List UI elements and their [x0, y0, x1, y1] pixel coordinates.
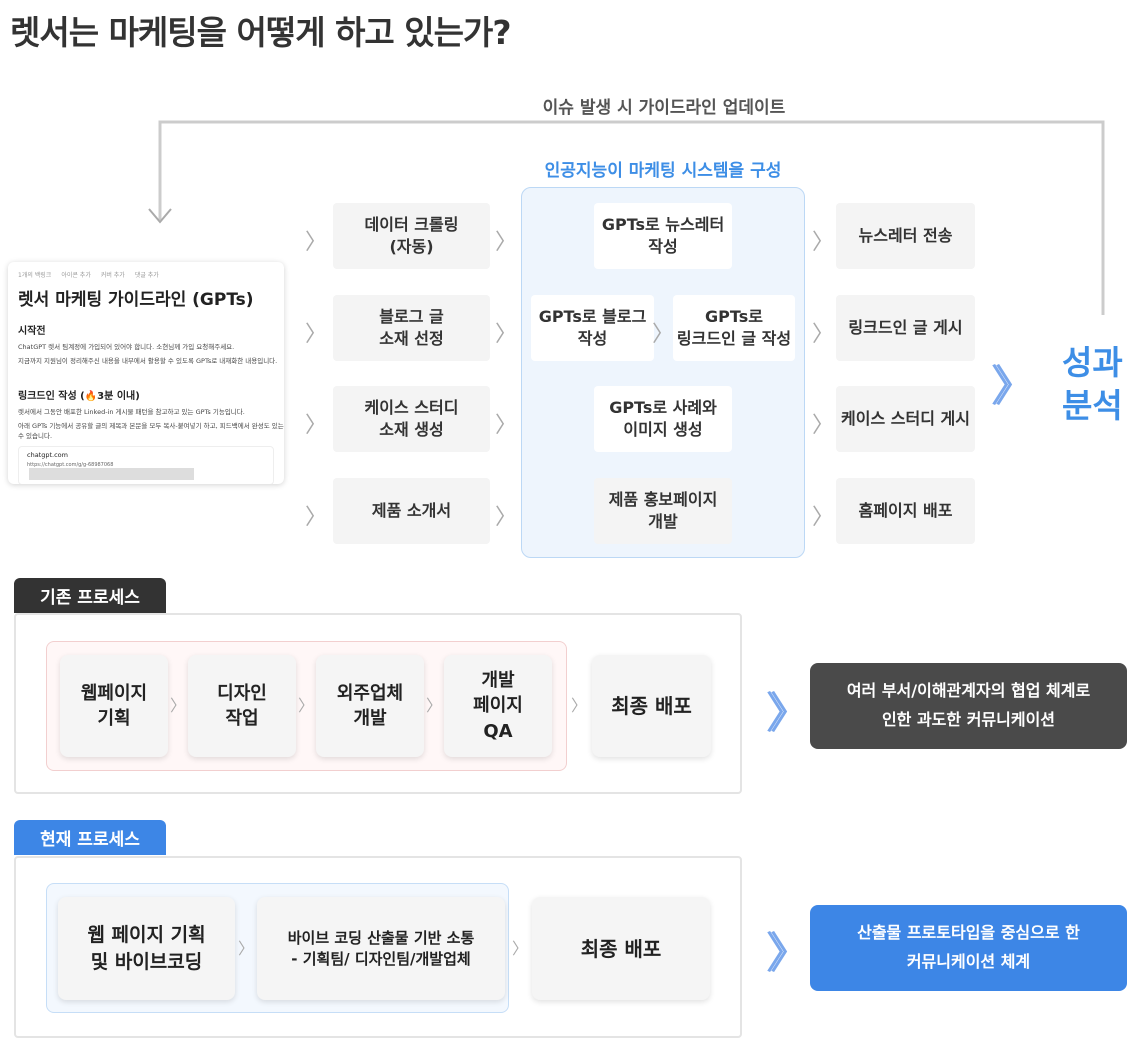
chevron-right-icon: 〉	[812, 413, 835, 438]
doc-link-card[interactable]: chatgpt.com https://chatgpt.com/g/g-6898…	[18, 446, 274, 484]
doc-meta-item: 1개의 백링크	[18, 272, 52, 279]
old-step: 개발 페이지 QA	[444, 655, 552, 757]
old-process-note: 여러 부서/이해관계자의 협업 체계로 인한 과도한 커뮤니케이션	[810, 663, 1127, 749]
doc-text: 지금까지 지원님이 정리해주신 내용을 내부에서 활용할 수 있도록 GPTs로…	[18, 357, 278, 365]
old-process-panel	[14, 613, 742, 794]
doc-meta-item: 커버 추가	[100, 272, 125, 279]
chevron-right-icon: 〉	[512, 939, 529, 958]
ai-step-product: 제품 홍보페이지 개발	[594, 478, 732, 544]
chevron-right-icon: 〉	[495, 322, 518, 347]
doc-text: 아래 GPTs 기능에서 공유할 글의 제목과 본문을 모두 복사-붙여넣기 하…	[18, 422, 284, 430]
ai-step-case: GPTs로 사례와 이미지 생성	[594, 386, 732, 452]
chevron-right-icon: 〉	[426, 696, 443, 715]
new-step: 바이브 코딩 산출물 기반 소통 - 기획팀/ 디자인팀/개발업체	[257, 897, 505, 1000]
doc-meta: 1개의 백링크 아이콘 추가 커버 추가 댓글 추가	[18, 270, 274, 279]
feedback-loop-arrow	[148, 120, 1105, 315]
chevron-right-icon: 〉	[238, 939, 255, 958]
ai-system-label: 인공지능이 마케팅 시스템을 구성	[544, 161, 782, 181]
input-step: 케이스 스터디 소재 생성	[333, 386, 490, 452]
guideline-document-thumbnail[interactable]: 1개의 백링크 아이콘 추가 커버 추가 댓글 추가 렛서 마케팅 가이드라인 …	[8, 262, 284, 484]
doc-text: 렛서에서 그동안 배포한 Linked-in 게시물 패턴을 참고하고 있는 G…	[18, 408, 245, 416]
new-final-step: 최종 배포	[532, 897, 710, 1000]
old-step: 디자인 작업	[188, 655, 296, 757]
chevron-right-icon: 〉	[495, 413, 518, 438]
input-step: 블로그 글 소재 선정	[333, 295, 490, 361]
new-process-tab: 현재 프로세스	[14, 820, 166, 855]
new-process-note: 산출물 프로토타입을 중심으로 한 커뮤니케이션 체계	[810, 905, 1127, 991]
redacted-bar	[29, 468, 194, 480]
chevron-right-icon: 〉	[305, 413, 328, 438]
output-step: 홈페이지 배포	[836, 478, 975, 544]
chevron-right-icon: 〉	[170, 696, 187, 715]
output-step: 케이스 스터디 게시	[836, 386, 975, 452]
output-step: 링크드인 글 게시	[836, 295, 975, 361]
doc-section-heading: 시작전	[18, 326, 46, 337]
new-process-panel	[14, 856, 742, 1038]
ai-step-linkedin: GPTs로 링크드인 글 작성	[673, 295, 795, 361]
chevron-right-icon: 〉	[495, 230, 518, 255]
chevron-right-icon: 〉	[652, 322, 675, 347]
ai-step-blog: GPTs로 블로그 작성	[531, 295, 654, 361]
new-step: 웹 페이지 기획 및 바이브코딩	[58, 897, 235, 1000]
doc-section-heading: 링크드인 작성 (🔥3분 이내)	[18, 391, 140, 402]
doc-text: 수 있습니다.	[18, 432, 53, 440]
chevron-right-icon: 〉	[812, 505, 835, 530]
output-step: 뉴스레터 전송	[836, 203, 975, 269]
doc-title: 렛서 마케팅 가이드라인 (GPTs)	[18, 290, 254, 310]
old-final-step: 최종 배포	[592, 655, 711, 757]
double-chevron-right-icon: 〉〉	[990, 361, 1038, 412]
doc-meta-item: 아이콘 추가	[61, 272, 91, 279]
old-step: 웹페이지 기획	[60, 655, 168, 757]
chevron-right-icon: 〉	[812, 322, 835, 347]
performance-analysis-label: 성과 분석	[1062, 343, 1123, 425]
chevron-right-icon: 〉	[812, 230, 835, 255]
chevron-right-icon: 〉	[305, 230, 328, 255]
old-step: 외주업체 개발	[316, 655, 424, 757]
doc-meta-item: 댓글 추가	[134, 272, 159, 279]
chevron-right-icon: 〉	[305, 322, 328, 347]
ai-step-newsletter: GPTs로 뉴스레터 작성	[594, 203, 732, 269]
chevron-right-icon: 〉	[571, 696, 588, 715]
old-process-tab: 기존 프로세스	[14, 578, 166, 613]
link-url: https://chatgpt.com/g/g-68987068	[27, 462, 114, 468]
page-title: 렛서는 마케팅을 어떻게 하고 있는가?	[10, 13, 511, 52]
input-step: 제품 소개서	[333, 478, 490, 544]
doc-text: ChatGPT 렛서 팀계정에 가입되어 있어야 합니다. 소현님께 가입 요청…	[18, 343, 235, 351]
link-title: chatgpt.com	[27, 451, 68, 459]
double-chevron-right-icon: 〉〉	[765, 688, 813, 739]
chevron-right-icon: 〉	[495, 505, 518, 530]
double-chevron-right-icon: 〉〉	[765, 928, 813, 979]
feedback-label: 이슈 발생 시 가이드라인 업데이트	[528, 93, 800, 118]
chevron-right-icon: 〉	[298, 696, 315, 715]
input-step: 데이터 크롤링 (자동)	[333, 203, 490, 269]
chevron-right-icon: 〉	[305, 505, 328, 530]
